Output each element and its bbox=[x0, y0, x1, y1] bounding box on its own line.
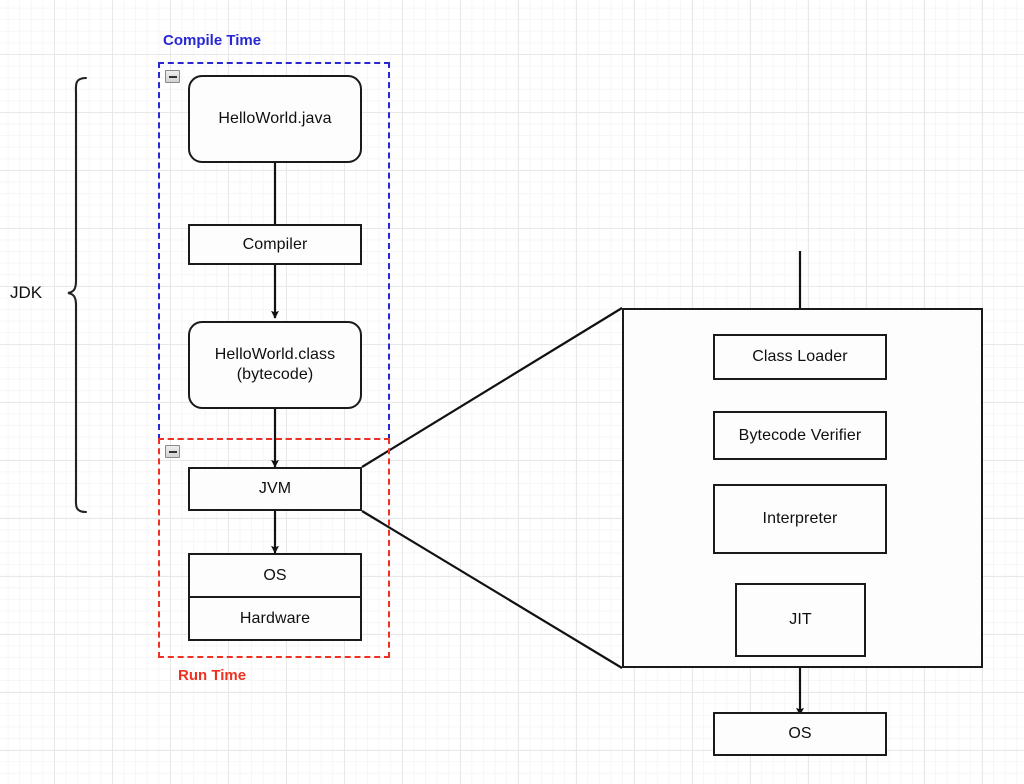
node-jit[interactable]: JIT bbox=[735, 583, 866, 657]
callout-line-top bbox=[361, 307, 623, 468]
run-time-label: Run Time bbox=[178, 667, 247, 684]
node-class-loader[interactable]: Class Loader bbox=[713, 334, 887, 380]
compile-time-label: Compile Time bbox=[163, 32, 262, 49]
callout-line-bottom bbox=[361, 510, 623, 669]
node-bytecode-verifier[interactable]: Bytecode Verifier bbox=[713, 411, 887, 460]
node-hello-world-class-line1: HelloWorld.class bbox=[214, 346, 336, 363]
node-hello-world-class-line2: (bytecode) bbox=[236, 366, 314, 383]
run-time-group[interactable] bbox=[158, 438, 390, 658]
node-hardware[interactable]: Hardware bbox=[188, 597, 362, 641]
node-os-left[interactable]: OS bbox=[188, 553, 362, 597]
node-hello-world-java[interactable]: HelloWorld.java bbox=[188, 75, 362, 163]
minus-box-icon-compile[interactable] bbox=[165, 70, 180, 83]
minus-box-icon-run[interactable] bbox=[165, 445, 180, 458]
node-hello-world-class[interactable]: HelloWorld.class (bytecode) bbox=[188, 321, 362, 409]
jdk-brace bbox=[67, 76, 88, 514]
jdk-brace-label: JDK bbox=[10, 283, 43, 302]
node-jvm[interactable]: JVM bbox=[188, 467, 362, 511]
node-compiler[interactable]: Compiler bbox=[188, 224, 362, 265]
node-os-panel[interactable]: OS bbox=[713, 712, 887, 756]
node-interpreter[interactable]: Interpreter bbox=[713, 484, 887, 554]
